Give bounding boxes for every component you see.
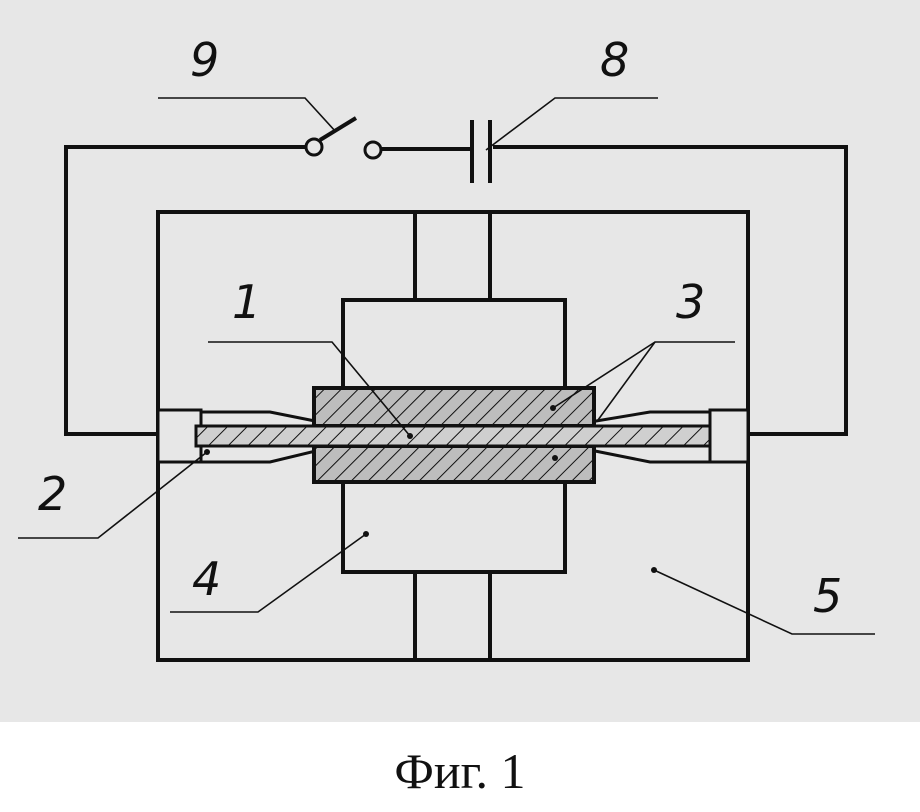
- label-5: 5: [813, 569, 842, 623]
- label-2: 2: [38, 467, 67, 521]
- label-4: 4: [192, 552, 221, 606]
- label-8: 8: [600, 33, 629, 87]
- drawing-panel: [0, 0, 920, 722]
- label-9: 9: [190, 33, 219, 87]
- label-1: 1: [232, 275, 261, 329]
- figure-caption: Фиг. 1: [394, 743, 525, 799]
- rod-1: [196, 426, 710, 446]
- label-3: 3: [676, 275, 705, 329]
